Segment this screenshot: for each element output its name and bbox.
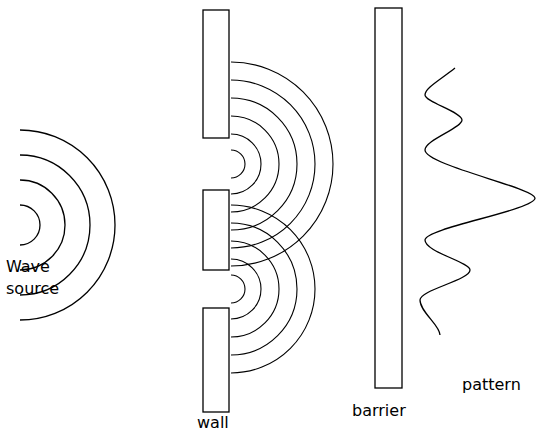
pattern-label: pattern [462, 374, 521, 396]
wavefront [231, 223, 297, 355]
wavefront [231, 116, 279, 212]
wall-segment [203, 190, 229, 270]
interference-pattern [420, 68, 535, 335]
wavefront [231, 80, 315, 248]
wavefront [231, 98, 297, 230]
barrier [375, 8, 402, 388]
wavefront [231, 62, 333, 266]
wavefront [231, 205, 315, 373]
wavefront [231, 259, 261, 319]
barrier-label: barrier [352, 400, 406, 422]
source-label: Wave source [6, 256, 86, 299]
wavefront [231, 275, 245, 303]
wall [203, 10, 229, 412]
wavefront [231, 150, 245, 178]
wavefront [20, 205, 40, 245]
wavefront [20, 180, 65, 270]
wavefront [231, 134, 261, 194]
wall-label: wall [197, 412, 229, 434]
wavefront [231, 241, 279, 337]
slit-waves [231, 62, 333, 373]
wall-segment [203, 10, 229, 138]
wall-segment [203, 308, 229, 412]
